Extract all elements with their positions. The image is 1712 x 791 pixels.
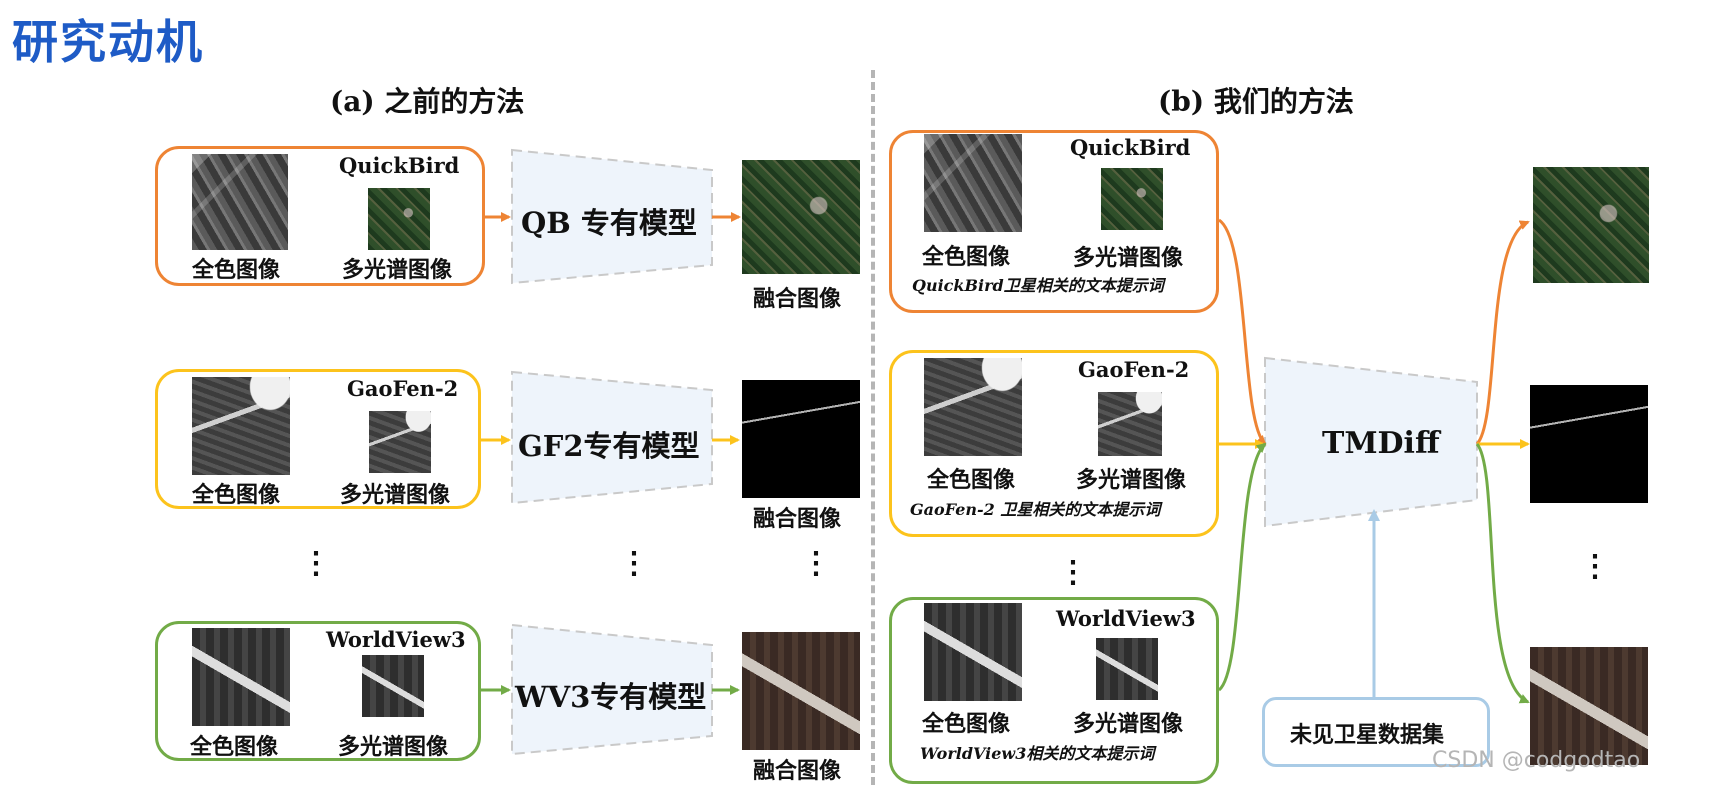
quickbird-pan-image xyxy=(192,154,288,250)
worldview-fused-label: 融合图像 xyxy=(753,759,842,784)
qb-model-label: QB 专有模型 xyxy=(521,206,697,240)
quickbird-ms-label: 多光谱图像 xyxy=(342,258,453,283)
gaofen-fused-label: 融合图像 xyxy=(753,507,842,532)
right-ellipsis-outputs: ⋮ xyxy=(1580,549,1610,584)
left-ellipsis-2: ⋮ xyxy=(619,546,649,581)
gf2-model-shape xyxy=(511,370,713,505)
gaofen-pan-image xyxy=(192,377,290,475)
right-quickbird-pan-image xyxy=(924,134,1022,232)
worldview-input-curve xyxy=(1217,442,1267,692)
gaofen-ms-image xyxy=(369,411,431,473)
right-worldview-pan-image xyxy=(924,603,1022,701)
worldview-ms-image xyxy=(362,655,424,717)
wv3-model-shape xyxy=(511,623,713,756)
quickbird-input-curve xyxy=(1218,218,1267,446)
right-worldview-ms-label: 多光谱图像 xyxy=(1073,712,1184,737)
tmdiff-quickbird-output xyxy=(1533,167,1649,283)
unseen-dataset-box xyxy=(1262,697,1490,767)
quickbird-fused-label: 融合图像 xyxy=(753,287,842,312)
right-worldview-satellite-label: WorldView3 xyxy=(1056,606,1196,631)
tmdiff-worldview-output xyxy=(1530,647,1648,765)
right-quickbird-satellite-label: QuickBird xyxy=(1070,135,1191,160)
quickbird-text-prompt: QuickBird卫星相关的文本提示词 xyxy=(912,276,1164,295)
watermark: CSDN @codgodtao xyxy=(1432,748,1641,773)
right-quickbird-pan-label: 全色图像 xyxy=(922,245,1011,270)
quickbird-fused-image xyxy=(742,160,860,274)
gf2-model-label: GF2专有模型 xyxy=(518,429,700,463)
right-ellipsis-inputs: ⋮ xyxy=(1058,555,1088,590)
worldview-fused-image xyxy=(742,632,860,750)
wv3-model-label: WV3专有模型 xyxy=(515,680,707,714)
right-gaofen-ms-label: 多光谱图像 xyxy=(1076,468,1187,493)
gaofen-fused-image xyxy=(742,380,860,498)
worldview-text-prompt: WorldView3相关的文本提示词 xyxy=(920,744,1155,763)
previous-methods-title: (a) 之前的方法 xyxy=(330,85,525,118)
quickbird-ms-image xyxy=(368,188,430,250)
page-title: 研究动机 xyxy=(12,15,204,69)
right-quickbird-ms-label: 多光谱图像 xyxy=(1073,246,1184,271)
quickbird-pan-label: 全色图像 xyxy=(192,258,281,283)
tmdiff-label: TMDiff xyxy=(1322,426,1440,461)
tmdiff-shape xyxy=(1264,356,1478,528)
gaofen-pan-label: 全色图像 xyxy=(192,483,281,508)
right-worldview-pan-label: 全色图像 xyxy=(922,712,1011,737)
worldview-output-curve xyxy=(1475,443,1530,704)
right-quickbird-ms-image xyxy=(1101,168,1163,230)
gaofen-text-prompt: GaoFen-2 卫星相关的文本提示词 xyxy=(910,500,1161,519)
right-gaofen-pan-label: 全色图像 xyxy=(927,468,1016,493)
right-gaofen-ms-image xyxy=(1098,392,1162,456)
tmdiff-gaofen-output xyxy=(1530,385,1648,503)
gaofen-satellite-label: GaoFen-2 xyxy=(347,376,459,401)
right-gaofen-satellite-label: GaoFen-2 xyxy=(1078,357,1190,382)
right-worldview-ms-image xyxy=(1096,638,1158,700)
right-gaofen-pan-image xyxy=(924,358,1022,456)
worldview-satellite-label: WorldView3 xyxy=(326,627,466,652)
left-ellipsis-1: ⋮ xyxy=(301,546,331,581)
section-divider xyxy=(871,70,875,785)
unseen-dataset-label: 未见卫星数据集 xyxy=(1290,723,1445,748)
quickbird-output-curve xyxy=(1475,220,1530,446)
gaofen-ms-label: 多光谱图像 xyxy=(340,483,451,508)
worldview-pan-label: 全色图像 xyxy=(190,735,279,760)
worldview-ms-label: 多光谱图像 xyxy=(338,735,449,760)
left-ellipsis-3: ⋮ xyxy=(801,546,831,581)
worldview-pan-image xyxy=(192,628,290,726)
our-method-title: (b) 我们的方法 xyxy=(1158,85,1354,118)
qb-model-shape xyxy=(511,148,713,285)
quickbird-satellite-label: QuickBird xyxy=(339,153,460,178)
